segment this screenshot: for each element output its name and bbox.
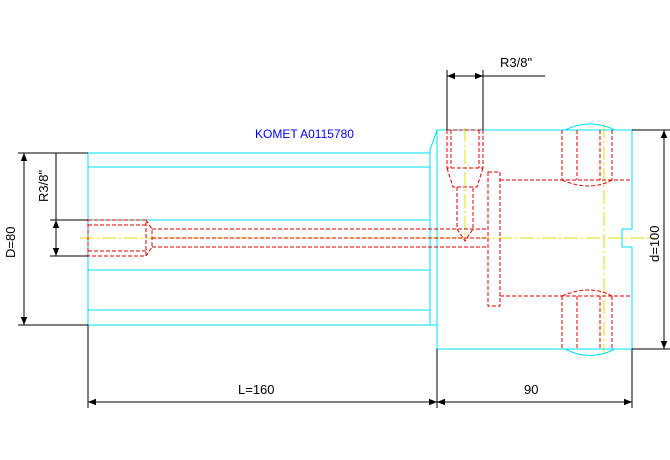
drawing-title: KOMET A0115780	[255, 127, 354, 141]
dim-label-thread-top: R3/8"	[500, 55, 532, 70]
body-hole-top	[561, 130, 613, 180]
thread-top-shoulder	[446, 167, 484, 188]
part-outline	[87, 123, 633, 356]
top-drill	[456, 187, 474, 242]
dim-label-D: D=80	[3, 227, 18, 258]
center-lines	[80, 124, 655, 354]
body-hole-bot	[561, 296, 613, 349]
dim-label-d: d=100	[647, 225, 662, 262]
body-outline	[429, 129, 633, 350]
dim-label-thread-side: R3/8"	[36, 170, 51, 202]
shank-outline	[87, 152, 431, 326]
dim-label-L: L=160	[238, 382, 275, 397]
hidden-lines	[87, 129, 632, 349]
body-recess-top	[564, 123, 616, 131]
dim-label-90: 90	[524, 382, 538, 397]
dimension-lines	[18, 70, 670, 408]
vertical-plate	[487, 171, 501, 307]
body-hole-top-arc	[561, 179, 613, 187]
thread-top	[446, 129, 484, 169]
body-recess-bot	[564, 348, 616, 356]
thread-bore-left	[87, 219, 147, 257]
body-hole-bot-arc	[561, 289, 613, 297]
